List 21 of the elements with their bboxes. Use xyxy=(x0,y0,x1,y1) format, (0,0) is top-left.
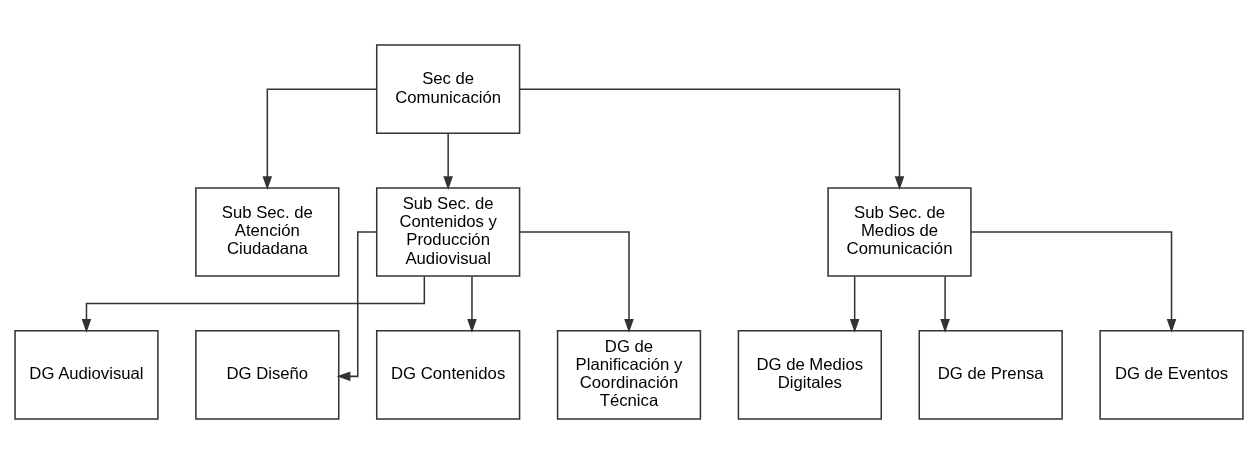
arrow xyxy=(467,275,477,333)
node-box: Sub Sec. de Atención Ciudadana xyxy=(195,187,340,277)
arrow xyxy=(518,88,905,190)
node-box: DG Audiovisual xyxy=(14,330,159,420)
arrow xyxy=(262,88,378,190)
node-box: DG de Medios Digitales xyxy=(737,330,883,420)
node-box: DG de Prensa xyxy=(918,330,1063,420)
node-box: DG de Eventos xyxy=(1099,330,1244,420)
arrow xyxy=(81,275,426,333)
arrow xyxy=(849,275,860,333)
node-box: Sub Sec. de Medios de Comunicación xyxy=(827,187,972,277)
node-box: Sec de Comunicación xyxy=(375,44,521,134)
arrow xyxy=(940,275,950,333)
arrow xyxy=(336,231,378,382)
arrow xyxy=(518,231,634,333)
arrow xyxy=(443,132,453,190)
node-box: Sub Sec. de Contenidos y Producción Audiovisual xyxy=(375,187,521,277)
node-box: DG Contenidos xyxy=(375,330,521,420)
arrow xyxy=(970,231,1177,333)
node-box: DG de Planificación y Coordinación Técnica xyxy=(556,330,702,420)
node-box: DG Diseño xyxy=(195,330,340,420)
